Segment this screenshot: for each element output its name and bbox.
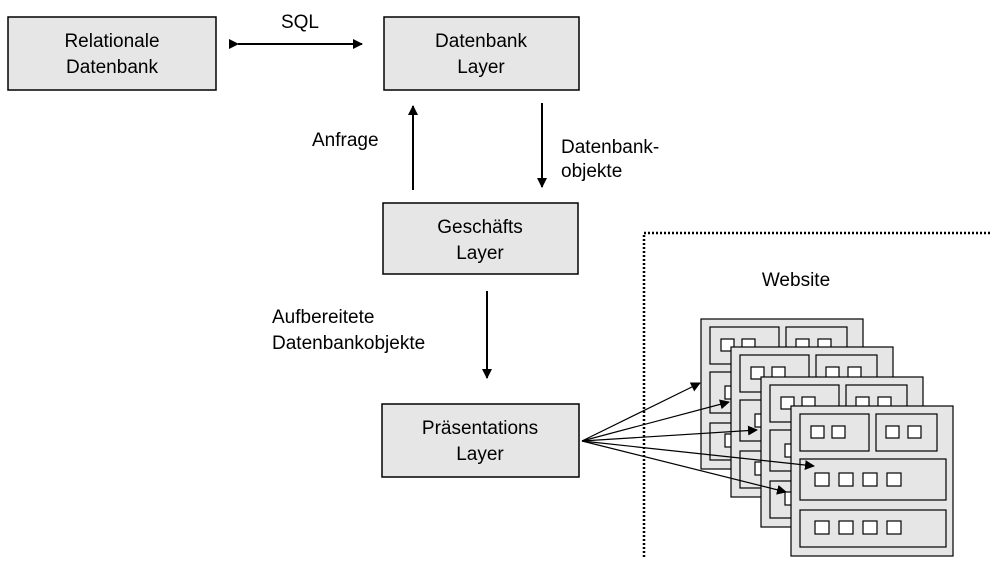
- page-square: [862, 472, 878, 487]
- page-square: [886, 520, 902, 535]
- fan-arrow: [581, 399, 730, 442]
- page-square: [862, 520, 878, 535]
- page-square: [886, 472, 902, 487]
- page-square: [814, 520, 830, 535]
- fan-arrow: [581, 440, 787, 495]
- page-panel: [875, 413, 938, 452]
- business-layer-label-line1: Geschäfts: [437, 217, 523, 238]
- page-square: [750, 366, 765, 380]
- website-pages-stack: [700, 318, 954, 557]
- fan-arrow: [581, 382, 701, 442]
- presentation-layer-label-line1: Präsentations: [422, 418, 538, 439]
- request-label: Anfrage: [312, 130, 379, 151]
- presentation-layer-label-line2: Layer: [456, 444, 504, 465]
- relational-database-box: Relationale Datenbank: [7, 16, 217, 91]
- website-boundary: [642, 231, 990, 557]
- page-square: [907, 425, 922, 439]
- presentation-to-website-arrows: [581, 382, 815, 495]
- website-page: [790, 405, 954, 557]
- db-objects-label-line2: objekte: [561, 161, 622, 182]
- page-square: [810, 425, 825, 439]
- fan-arrow: [581, 425, 758, 442]
- prepared-objects-label-line2: Datenbankobjekte: [272, 333, 425, 354]
- database-layer-label-line1: Datenbank: [435, 31, 527, 52]
- page-square: [885, 425, 900, 439]
- page-square: [814, 472, 830, 487]
- page-square: [831, 425, 846, 439]
- sql-label: SQL: [281, 12, 319, 33]
- website-label: Website: [762, 270, 830, 291]
- relational-database-label-line2: Datenbank: [66, 57, 158, 78]
- prepared-objects-label-line1: Aufbereitete: [272, 307, 374, 328]
- page-square: [838, 520, 854, 535]
- db-objects-label-line1: Datenbank-: [561, 137, 659, 158]
- business-layer-label-line2: Layer: [456, 243, 504, 264]
- database-layer-box: Datenbank Layer: [383, 16, 580, 91]
- presentation-layer-box: Präsentations Layer: [381, 403, 580, 478]
- database-layer-label-line2: Layer: [457, 57, 505, 78]
- page-square: [838, 472, 854, 487]
- business-layer-box: Geschäfts Layer: [382, 202, 579, 275]
- relational-database-label-line1: Relationale: [64, 31, 159, 52]
- fan-arrow: [581, 440, 815, 471]
